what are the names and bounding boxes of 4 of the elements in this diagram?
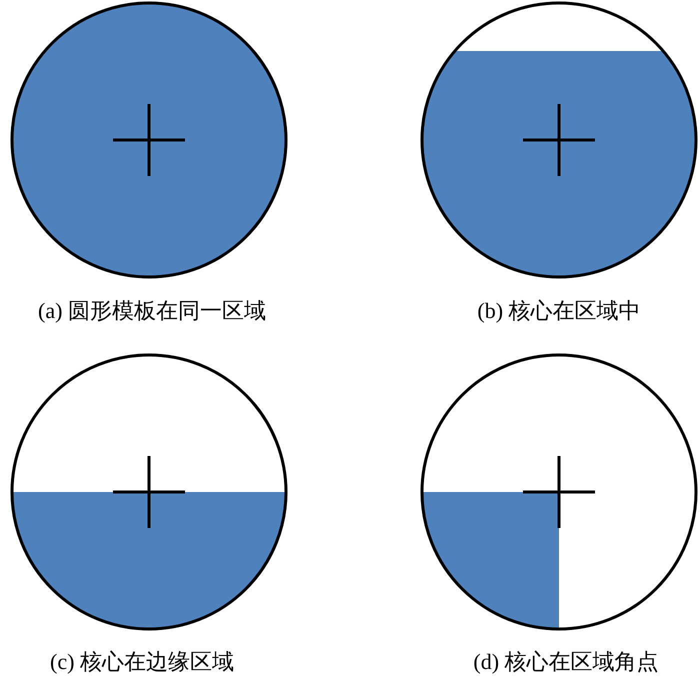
- caption: (a) 圆形模板在同一区域: [38, 297, 266, 325]
- caption: (d) 核心在区域角点: [473, 648, 659, 676]
- caption: (b) 核心在区域中: [477, 297, 641, 325]
- caption: (c) 核心在边缘区域: [50, 648, 234, 676]
